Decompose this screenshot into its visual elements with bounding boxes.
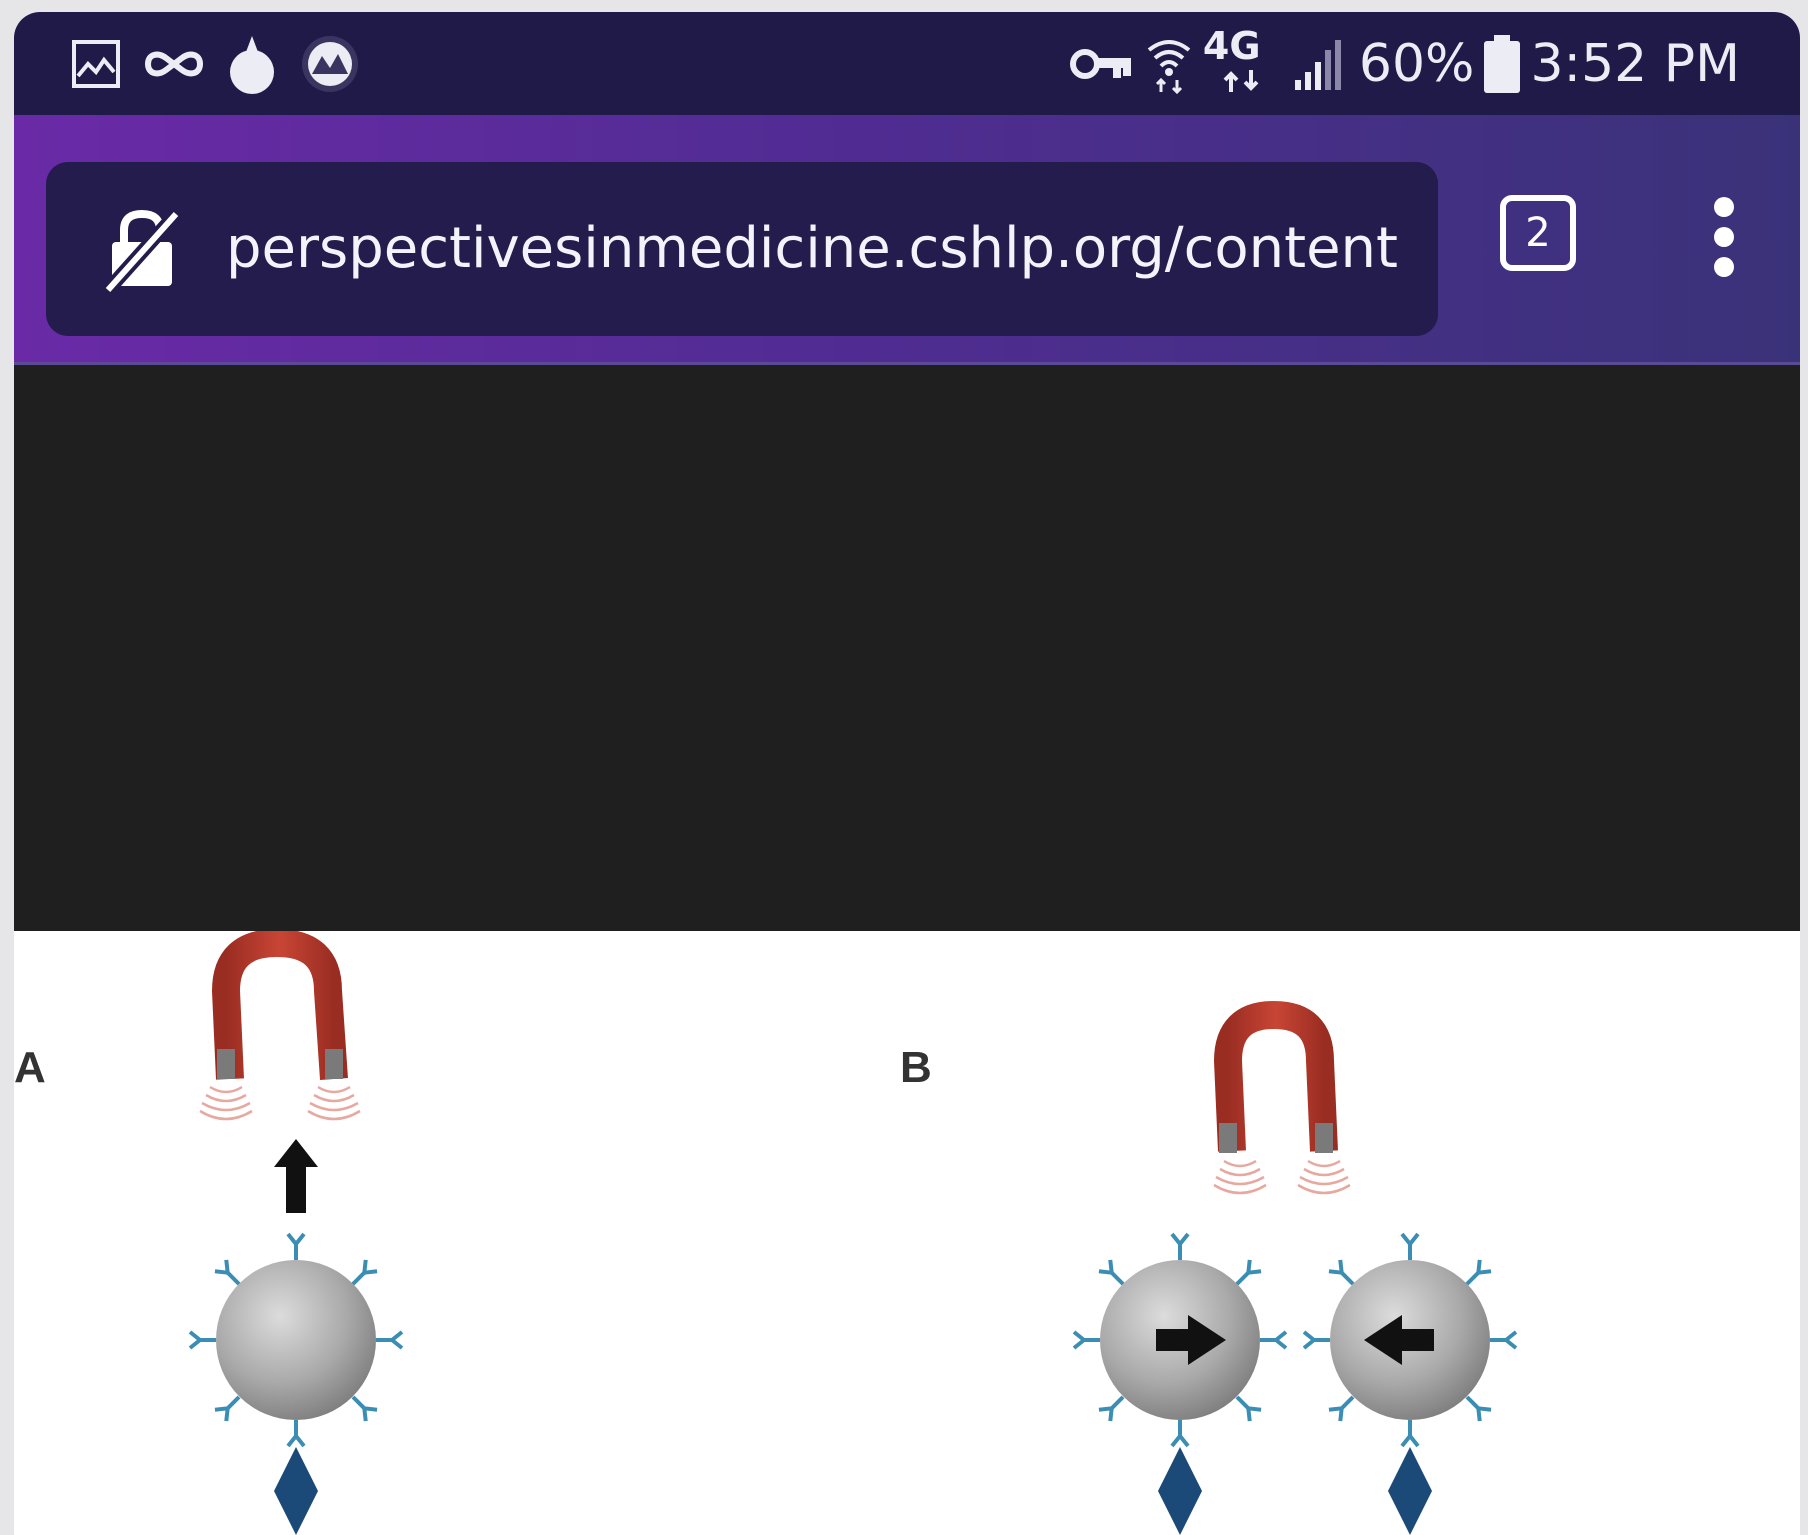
antigen-b1 [1158,1447,1202,1535]
status-left-icons [70,12,360,115]
network-type: 4G [1202,23,1261,68]
antigen-b2 [1388,1447,1432,1535]
url-text[interactable]: perspectivesinmedicine.cshlp.org/content [226,216,1399,281]
magnet-b [1212,1000,1352,1195]
arrow-right-icon [1156,1315,1226,1365]
vpn-key-icon [1069,48,1131,79]
panel-a-label: A [14,1043,46,1092]
bead-a [188,1232,404,1448]
battery-percent: 60% [1358,33,1475,94]
url-bar[interactable]: perspectivesinmedicine.cshlp.org/content [46,162,1438,336]
app-icon [302,35,358,92]
figure-illustration [188,931,1518,1535]
tab-switcher-button[interactable]: 2 [1500,195,1576,271]
insecure-lock-icon[interactable] [104,208,184,292]
drop-icon [230,35,274,94]
status-right-icons: 4G 60% 3:52 PM [1069,12,1740,115]
wifi-icon [1147,39,1191,94]
battery-icon [1484,34,1521,93]
phone-screen: 4G 60% 3:52 PM [14,12,1800,1535]
antigen-a [274,1447,318,1535]
media-placeholder [14,365,1800,931]
status-time: 3:52 PM [1530,33,1740,94]
url-fade [1398,162,1438,336]
magnet-a [198,931,362,1121]
arrow-left-icon [1364,1315,1434,1365]
4g-lte-icon: 4G [1203,24,1283,94]
more-vert-icon[interactable] [1704,197,1744,277]
gallery-icon [72,39,120,88]
browser-toolbar: perspectivesinmedicine.cshlp.org/content… [14,115,1800,365]
status-bar: 4G 60% 3:52 PM [14,12,1800,115]
arrow-up-icon [274,1139,318,1213]
incognito-icon [144,51,204,76]
panel-b-label: B [900,1043,932,1092]
figure-panel: A B [14,931,1800,1535]
signal-icon [1294,39,1341,90]
